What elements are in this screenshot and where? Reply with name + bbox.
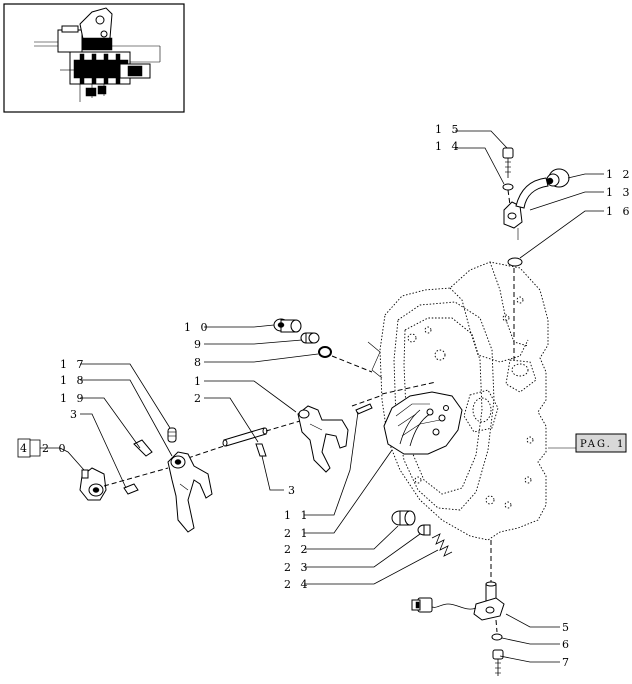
callout-1: 1 — [194, 375, 204, 388]
axis-line — [103, 467, 169, 487]
callout-17: 1 7 — [60, 358, 87, 371]
callout-labels: 1 5 1 4 1 2 1 3 1 6 1 0 9 8 1 7 1 8 1 9 … — [20, 123, 632, 669]
sensor-10 — [273, 318, 302, 333]
callout-3-right: 3 — [288, 484, 298, 497]
callout-7: 7 — [562, 656, 572, 669]
washer-14 — [502, 183, 514, 191]
callout-10: 1 0 — [184, 321, 211, 334]
callout-13: 1 3 — [606, 186, 632, 199]
page-reference-label[interactable]: PAG. 1 — [580, 439, 625, 450]
callout-9: 9 — [194, 338, 204, 351]
washer-6 — [491, 633, 503, 641]
callout-6: 6 — [562, 638, 572, 651]
oring-8 — [318, 346, 332, 358]
pin-17 — [167, 427, 177, 443]
callout-22: 2 2 — [284, 543, 311, 556]
callout-2: 2 — [194, 392, 204, 405]
axis-line — [367, 341, 383, 379]
axis-line — [495, 619, 498, 633]
callout-14: 1 4 — [435, 140, 462, 153]
callout-20: 2 0 — [42, 442, 69, 455]
axis-line — [381, 381, 437, 395]
overview-thumbnail[interactable] — [3, 3, 185, 113]
bolt-15 — [502, 147, 514, 178]
plug-22 — [391, 510, 416, 526]
axis-line — [187, 445, 225, 459]
bolt-7 — [492, 649, 504, 676]
callout-8: 8 — [194, 356, 204, 369]
switch-20 — [79, 467, 107, 501]
callout-15: 1 5 — [435, 123, 462, 136]
pin-3-right — [255, 443, 267, 457]
oring-16 — [507, 257, 523, 267]
pin-18 — [133, 439, 153, 457]
callout-4: 4 — [20, 442, 30, 455]
callout-16: 1 6 — [606, 205, 632, 218]
callout-4-box — [17, 438, 31, 458]
callout-3-left: 3 — [70, 408, 80, 421]
shift-rod-2 — [222, 427, 268, 447]
callout-11: 1 1 — [284, 509, 311, 522]
axis-line — [507, 189, 511, 206]
page-reference-box[interactable]: PAG. 1 — [548, 433, 627, 453]
fitting-12 — [546, 168, 570, 188]
pin-upper — [355, 403, 373, 415]
axis-line — [331, 355, 373, 373]
axis-line — [265, 420, 301, 432]
pipe-13 — [503, 177, 549, 240]
callout-12: 1 2 — [606, 168, 632, 181]
leader-lines — [30, 130, 604, 663]
shift-fork-left — [167, 451, 213, 533]
axis-line — [351, 395, 381, 407]
detent-plate — [383, 391, 463, 455]
callout-5: 5 — [562, 621, 572, 634]
callout-21: 2 1 — [284, 527, 311, 540]
speed-sensor-5 — [411, 581, 505, 621]
ball-23 — [417, 524, 431, 536]
pin-19 — [123, 483, 139, 495]
thumbnail-assembly-icon — [34, 7, 161, 102]
spring-24 — [431, 533, 453, 557]
callout-18: 1 8 — [60, 374, 87, 387]
shift-fork-1 — [297, 405, 349, 473]
bushing-9 — [300, 332, 320, 344]
callout-19: 1 9 — [60, 392, 87, 405]
callout-23: 2 3 — [284, 561, 311, 574]
callout-24: 2 4 — [284, 578, 311, 591]
